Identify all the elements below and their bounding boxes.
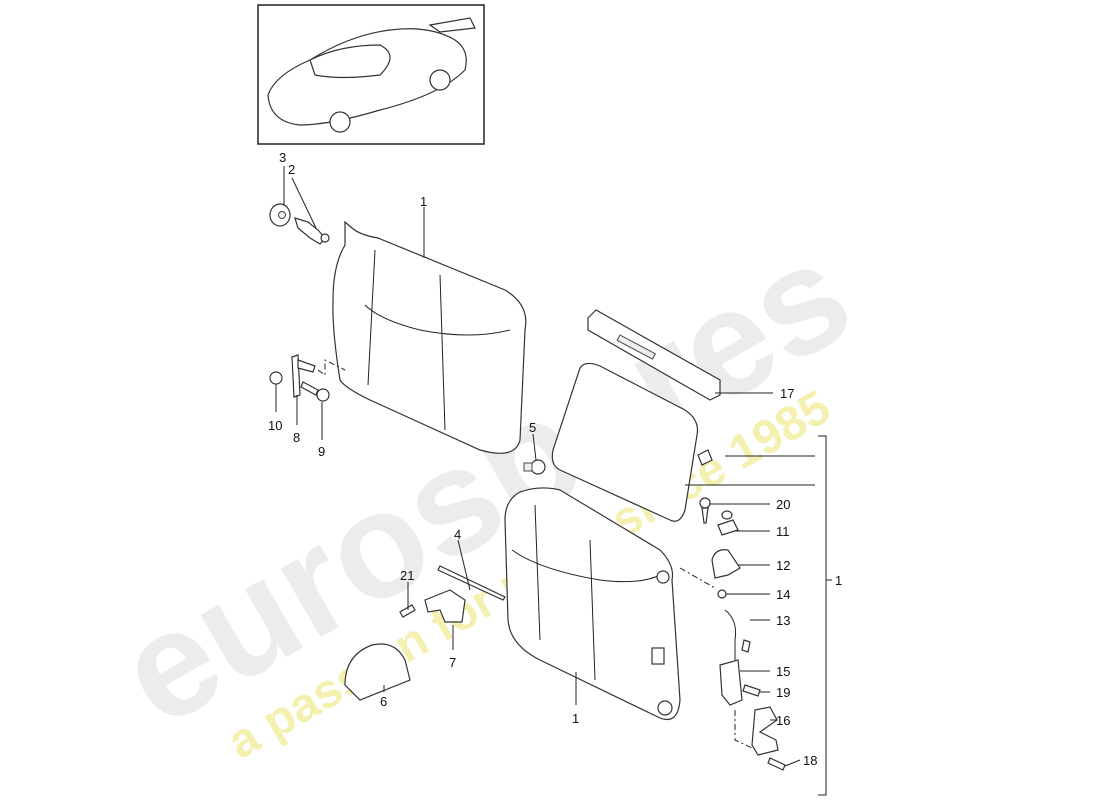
callout-18: 18: [803, 753, 817, 768]
part-13-pin: [741, 639, 751, 653]
part-10-nut: [269, 371, 283, 385]
callout-6: 6: [380, 694, 387, 709]
callout-17: 17: [780, 386, 794, 401]
part-15-lock: [719, 609, 743, 706]
part-11-button: [717, 510, 739, 536]
part-1-backrest: [504, 487, 681, 721]
part-19-bolt: [742, 684, 761, 697]
callout-19: 19: [776, 685, 790, 700]
callout-9: 9: [318, 444, 325, 459]
part-5-button: [523, 459, 546, 475]
backrest-panel: [551, 362, 699, 522]
part-18-bolt: [767, 757, 786, 771]
part-20-screw: [699, 497, 711, 524]
car-overview-icon: [267, 17, 476, 133]
part-16-plate: [751, 706, 779, 756]
part-1-backrest-cover: [332, 220, 527, 454]
part-8-bracket: [291, 354, 316, 398]
callout-11: 11: [776, 524, 790, 539]
callout-5: 5: [529, 420, 536, 435]
callout-16: 16: [776, 713, 790, 728]
part-17-bracket: [587, 309, 721, 401]
callout-2: 2: [288, 162, 295, 177]
callout-20: 20: [776, 497, 790, 512]
callout-8: 8: [293, 430, 300, 445]
part-2-pin: [294, 217, 330, 245]
callout-1-upper: 1: [420, 194, 427, 209]
callout-7: 7: [449, 655, 456, 670]
callout-1-lower: 1: [572, 711, 579, 726]
callouts: 3 2 1 10 8 9 5 17 20 11 12 14 1 13 15 19…: [268, 150, 842, 768]
part-14-clip: [717, 589, 727, 599]
callout-15: 15: [776, 664, 790, 679]
callout-3: 3: [279, 150, 286, 165]
callout-12: 12: [776, 558, 790, 573]
part-6-cover: [344, 643, 411, 701]
callout-10: 10: [268, 418, 282, 433]
part-3-washer: [269, 203, 291, 227]
part-4-rod: [437, 565, 506, 601]
callout-13: 13: [776, 613, 790, 628]
clip-icon: [697, 449, 713, 466]
leader-lines: [275, 166, 832, 796]
part-9-bolt: [300, 381, 330, 402]
car-thumbnail: [257, 4, 485, 145]
callout-1-assembly: 1: [835, 573, 842, 588]
callout-21: 21: [400, 568, 414, 583]
part-12-hinge: [711, 549, 741, 579]
part-7-latch: [424, 589, 466, 623]
callout-4: 4: [454, 527, 461, 542]
callout-14: 14: [776, 587, 790, 602]
